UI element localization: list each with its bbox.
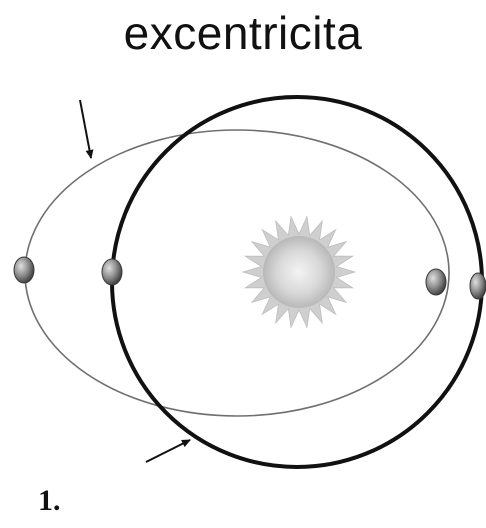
figure-number: 1. — [38, 484, 61, 518]
planet-circle-left — [102, 259, 122, 285]
eccentric-orbit — [25, 130, 449, 416]
planet-ellipse-left — [14, 257, 34, 283]
arrow-to-ellipse — [80, 100, 91, 158]
sun — [243, 217, 355, 328]
planet-circle-right — [470, 273, 486, 299]
planet-ellipse-right — [426, 269, 446, 295]
arrow-to-circle — [146, 440, 190, 462]
